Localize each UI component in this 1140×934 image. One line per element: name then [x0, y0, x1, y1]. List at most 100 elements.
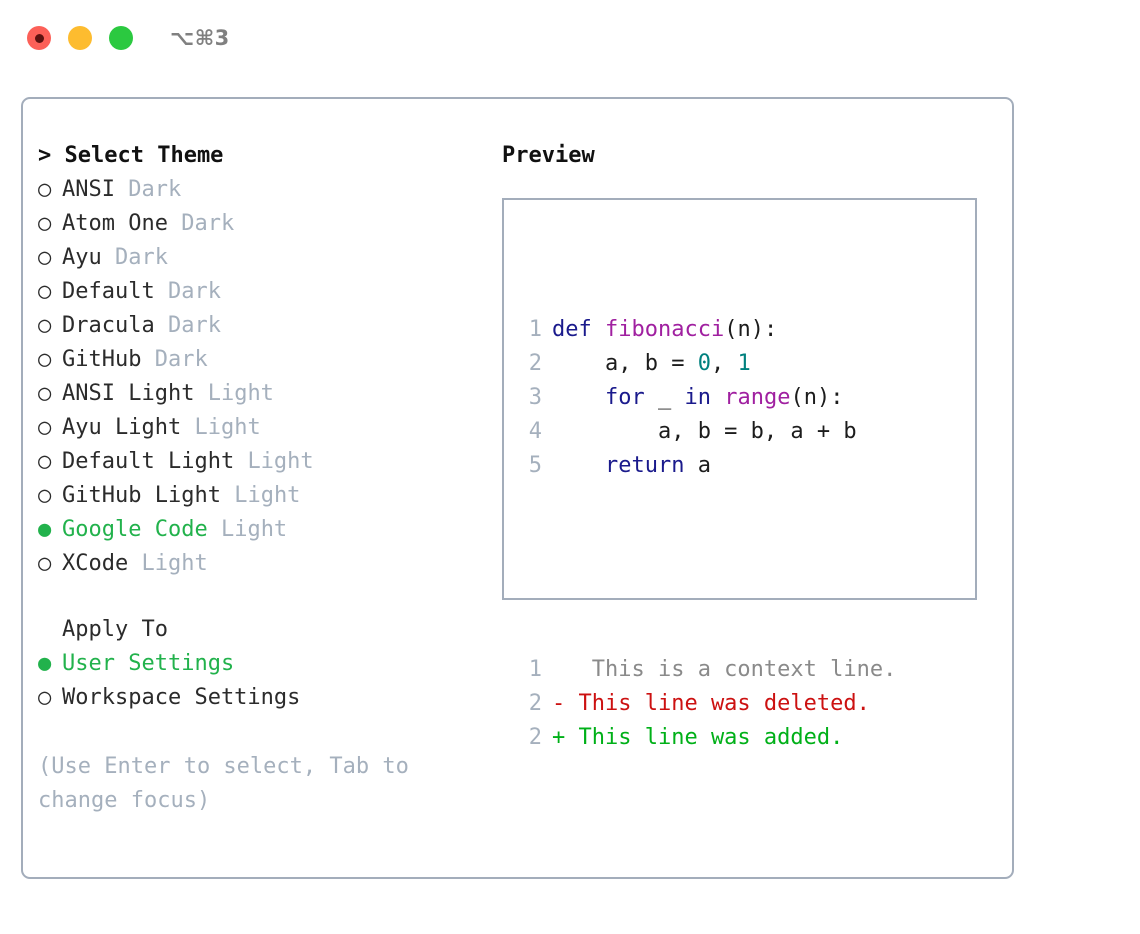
theme-option-label: Google Code — [62, 517, 208, 542]
code-token-pln: _ — [644, 385, 685, 410]
code-token-pln: a, b = b, a + b — [552, 419, 857, 444]
main-panel: > Select Theme ○ANSI Dark○Atom One Dark○… — [21, 97, 1014, 879]
code-token-pln: a, b = — [552, 351, 698, 376]
diff-line-ctx: 1 This is a context line. — [516, 653, 897, 687]
radio-unselected-icon: ○ — [38, 449, 52, 474]
traffic-light-group — [27, 26, 133, 50]
code-line: 4 a, b = b, a + b — [516, 415, 896, 449]
maximize-window-button[interactable] — [109, 26, 133, 50]
theme-option-default[interactable]: ○ Default Dark — [38, 275, 498, 309]
theme-option-variant: Light — [247, 449, 314, 474]
radio-unselected-icon: ○ — [38, 245, 52, 270]
select-theme-heading: > Select Theme — [38, 143, 224, 168]
code-token-num: 1 — [737, 351, 751, 376]
keyboard-shortcut-label: ⌥⌘3 — [170, 26, 230, 50]
theme-option-list: ○ANSI Dark○Atom One Dark○Ayu Dark○Defaul… — [38, 173, 498, 581]
apply-to-option-label: Workspace Settings — [62, 685, 301, 710]
theme-option-variant: Light — [207, 381, 274, 406]
code-token-kw: return — [604, 453, 685, 478]
radio-unselected-icon: ○ — [38, 279, 52, 304]
code-token-pln — [711, 385, 724, 410]
theme-option-label: XCode — [62, 551, 129, 576]
theme-option-label: Ayu — [62, 245, 102, 270]
theme-option-variant: Dark — [115, 245, 168, 270]
diff-line-text: This is a context line. — [552, 657, 897, 682]
theme-option-label: GitHub Light — [62, 483, 221, 508]
theme-option-variant: Light — [234, 483, 301, 508]
theme-option-variant: Dark — [167, 313, 221, 338]
theme-option-variant: Light — [220, 517, 288, 542]
code-token-pln: , — [710, 351, 738, 376]
apply-to-option-list: ● User Settings ○ Workspace Settings — [38, 647, 498, 715]
code-line-number: 5 — [528, 453, 542, 478]
code-token-kw: in — [684, 385, 711, 410]
code-line-number: 2 — [528, 351, 542, 376]
code-line: 5 return a — [516, 449, 896, 483]
keyboard-hint-text: (Use Enter to select, Tab to change focu… — [38, 754, 423, 813]
theme-option-variant: Dark — [128, 177, 182, 202]
theme-option-ayu-light[interactable]: ○Ayu Light Light — [38, 411, 498, 445]
theme-option-github-light[interactable]: ○ GitHub Light Light — [38, 479, 498, 513]
theme-option-label: ANSI Light — [62, 381, 195, 406]
diff-line-text: - This line was deleted. — [552, 691, 870, 716]
diff-line-number: 2 — [528, 725, 542, 750]
theme-option-ayu[interactable]: ○ Ayu Dark — [38, 241, 498, 275]
theme-option-default-light[interactable]: ○Default Light Light — [38, 445, 498, 479]
theme-option-xcode[interactable]: ○XCode Light — [38, 547, 498, 581]
theme-option-label: ANSI — [62, 177, 115, 202]
code-token-fn: fibonacci — [604, 317, 725, 342]
theme-option-atom-one[interactable]: ○Atom One Dark — [38, 207, 498, 241]
radio-unselected-icon: ○ — [38, 313, 52, 338]
theme-option-dracula[interactable]: ○ Dracula Dark — [38, 309, 498, 343]
diff-line-add: 2 + This line was added. — [516, 721, 896, 755]
title-bar: ⌥⌘3 — [0, 0, 1140, 78]
code-token-pln: (n): — [724, 317, 778, 342]
code-line-number: 4 — [528, 419, 542, 444]
theme-option-label: Default — [62, 279, 155, 304]
radio-unselected-icon: ○ — [38, 347, 52, 372]
radio-unselected-icon: ○ — [38, 551, 52, 576]
code-token-pln: a — [684, 453, 711, 478]
theme-option-ansi-light[interactable]: ○ANSI Light Light — [38, 377, 498, 411]
apply-to-option-workspace-settings[interactable]: ○ Workspace Settings — [38, 681, 498, 715]
theme-option-variant: Dark — [181, 211, 235, 236]
theme-option-variant: Light — [194, 415, 261, 440]
theme-option-label: Atom One — [62, 211, 168, 236]
code-token-fn: range — [724, 385, 791, 410]
theme-option-label: Dracula — [62, 313, 155, 338]
section-spacer — [38, 581, 498, 613]
close-window-button[interactable] — [27, 26, 51, 50]
theme-option-variant: Dark — [154, 347, 208, 372]
code-token-kw: for — [604, 385, 645, 410]
radio-selected-icon: ● — [38, 651, 52, 676]
diff-line-del: 2 - This line was deleted. — [516, 687, 896, 721]
diff-line-text: + This line was added. — [552, 725, 844, 750]
minimize-window-button[interactable] — [68, 26, 92, 50]
theme-option-ansi[interactable]: ○ANSI Dark — [38, 173, 498, 207]
theme-option-label: Ayu Light — [62, 415, 182, 440]
theme-option-google-code[interactable]: ● Google Code Light — [38, 513, 498, 547]
radio-selected-icon: ● — [38, 517, 52, 542]
code-line-number: 1 — [528, 317, 542, 342]
diff-line-number: 1 — [528, 657, 542, 682]
code-blank-line — [516, 551, 896, 585]
code-token-pln — [552, 453, 605, 478]
diff-line-number: 2 — [528, 691, 542, 716]
theme-option-github[interactable]: ○GitHub Dark — [38, 343, 498, 377]
apply-to-option-user-settings[interactable]: ● User Settings — [38, 647, 498, 681]
preview-heading: Preview — [502, 143, 595, 168]
apply-to-heading: Apply To — [62, 617, 168, 642]
theme-option-variant: Dark — [167, 279, 221, 304]
code-line-number: 3 — [528, 385, 542, 410]
radio-unselected-icon: ○ — [38, 685, 52, 710]
code-token-pln — [552, 385, 605, 410]
code-line: 3 for _ in range(n): — [516, 381, 896, 415]
apply-to-option-label: User Settings — [62, 651, 235, 676]
radio-unselected-icon: ○ — [38, 483, 52, 508]
code-token-num: 0 — [697, 351, 711, 376]
